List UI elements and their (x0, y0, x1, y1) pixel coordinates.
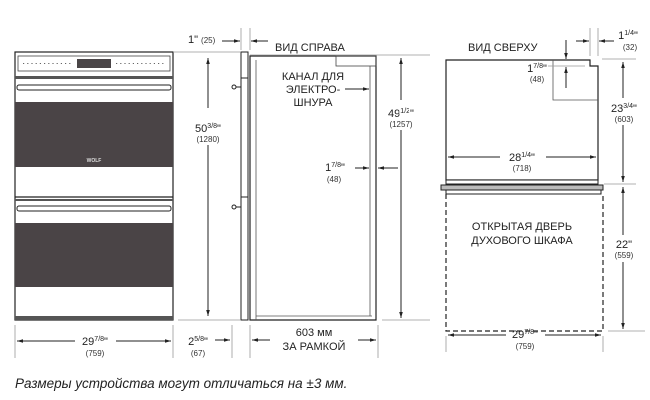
svg-text:(48): (48) (530, 75, 545, 84)
open-door-label: ОТКРЫТАЯ ДВЕРЬ ДУХОВОГО ШКАФА (471, 221, 573, 247)
lower-door-handle (16, 205, 172, 212)
svg-text:(759): (759) (86, 349, 105, 358)
door-profile (240, 51, 249, 321)
svg-text:ЭЛЕКТРО-: ЭЛЕКТРО- (286, 84, 341, 96)
svg-text:17/8": 17/8" (527, 63, 547, 75)
top-view (440, 59, 604, 332)
svg-text:(718): (718) (513, 164, 532, 173)
tolerance-caption: Размеры устройства могут отличаться на ±… (15, 376, 348, 391)
svg-text:(48): (48) (327, 175, 342, 184)
door-rail (440, 184, 604, 191)
svg-text:(1257): (1257) (389, 120, 412, 129)
top-view-title: ВИД СВЕРХУ (468, 42, 539, 54)
top-offset-dim: 11/4" (32) (618, 30, 638, 52)
top-notch-dim: 17/8" (48) (527, 63, 547, 84)
top-depth-dim: 233/4" (603) (611, 103, 637, 124)
svg-text:ОТКРЫТАЯ ДВЕРЬ: ОТКРЫТАЯ ДВЕРЬ (472, 221, 572, 233)
svg-text:(603): (603) (615, 115, 634, 124)
door-depth-dim: 25/8" (67) (188, 336, 208, 358)
svg-text:491/2": 491/2" (388, 108, 414, 120)
svg-text:(67): (67) (191, 349, 206, 358)
svg-text:ДУХОВОГО ШКАФА: ДУХОВОГО ШКАФА (471, 235, 573, 247)
side-view (231, 51, 377, 321)
front-width-dim: 297/8" (759) (82, 336, 108, 358)
svg-text:503/8": 503/8" (195, 123, 221, 135)
upper-oven-window (15, 102, 173, 167)
side-handle (231, 84, 237, 90)
svg-text:(32): (32) (623, 43, 638, 52)
behind-frame-dim: 603 мм ЗА РАМКОЙ (283, 327, 346, 353)
svg-text:ШНУРА: ШНУРА (294, 97, 334, 109)
svg-text:(759): (759) (516, 342, 535, 351)
svg-text:603 мм: 603 мм (296, 327, 333, 339)
door-open-dim: 22" (559) (615, 239, 634, 260)
svg-text:281/4": 281/4" (509, 152, 535, 164)
svg-text:17/8": 17/8" (325, 162, 345, 174)
side-view-title: ВИД СПРАВА (275, 42, 346, 54)
door-width-dim: 297/8" (759) (512, 329, 538, 351)
svg-text:КАНАЛ ДЛЯ: КАНАЛ ДЛЯ (282, 71, 344, 83)
channel-side-dim: 17/8" (48) (325, 162, 345, 184)
svg-text:297/8": 297/8" (82, 336, 108, 348)
frame-offset-dim: 1"(25) (188, 34, 216, 46)
svg-text:11/4": 11/4" (618, 30, 638, 42)
svg-text:1"(25): 1"(25) (188, 34, 216, 46)
brand-logo: WOLF (87, 158, 102, 164)
lower-oven-window (15, 223, 173, 287)
front-view: WOLF (14, 51, 174, 321)
upper-door-handle (16, 84, 172, 91)
cord-channel-label: КАНАЛ ДЛЯ ЭЛЕКТРО- ШНУРА (282, 71, 344, 109)
svg-text:25/8": 25/8" (188, 336, 208, 348)
svg-text:22": 22" (616, 239, 632, 251)
svg-text:(1280): (1280) (196, 135, 219, 144)
front-height-dim: 503/8" (1280) (195, 123, 221, 144)
top-width-dim: 281/4" (718) (509, 152, 535, 173)
side-height-dim: 491/2" (1257) (387, 107, 416, 131)
svg-text:297/8": 297/8" (512, 329, 538, 341)
side-handle (231, 204, 237, 210)
svg-text:(559): (559) (615, 251, 634, 260)
svg-text:ЗА РАМКОЙ: ЗА РАМКОЙ (283, 340, 346, 353)
svg-text:233/4": 233/4" (611, 103, 637, 115)
display (77, 59, 111, 68)
open-door-outline (445, 194, 604, 332)
